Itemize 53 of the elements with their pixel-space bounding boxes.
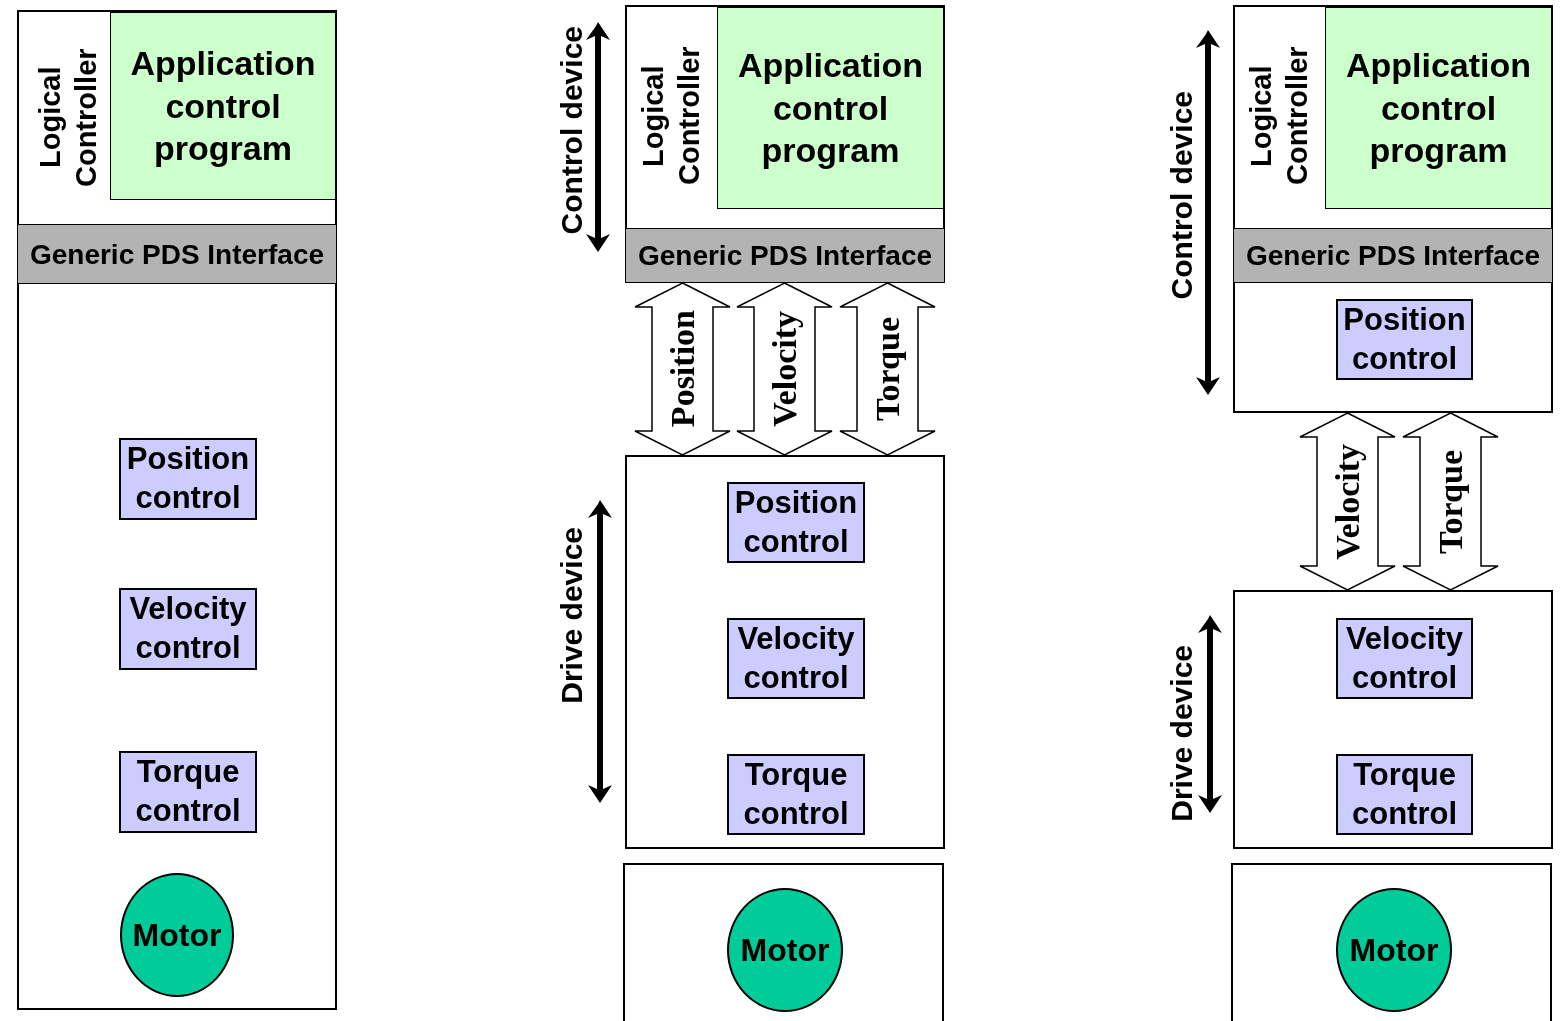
- program-box: [1325, 7, 1552, 209]
- node-label: Application control program: [1344, 45, 1533, 172]
- node-label: Position control: [1342, 300, 1467, 378]
- device-box: [1233, 590, 1553, 849]
- device-box: [1231, 863, 1552, 1021]
- control-box: [727, 618, 865, 699]
- device-box: [1233, 5, 1553, 413]
- control-box: [1336, 754, 1473, 835]
- node-label: Logical Controller: [32, 47, 103, 189]
- edge-label: Position: [663, 310, 702, 428]
- dimension-label: Drive device: [555, 526, 589, 704]
- node-label: Motor: [132, 916, 222, 955]
- device-box: [623, 863, 944, 1021]
- node-label: Position control: [125, 440, 251, 517]
- node-label: Position control: [733, 483, 859, 561]
- block-arrow: [1299, 412, 1396, 591]
- block-arrow: [634, 282, 731, 456]
- edge-label: Velocity: [1328, 443, 1367, 560]
- control-box: [119, 588, 257, 670]
- node-label: Logical Controller: [1243, 45, 1314, 188]
- node-label: Velocity control: [736, 619, 856, 697]
- node-label: Torque control: [134, 753, 242, 830]
- device-box: [625, 455, 945, 849]
- node-label: Generic PDS Interface: [29, 237, 325, 272]
- control-box: [119, 751, 257, 833]
- node-label: Application control program: [736, 45, 925, 172]
- block-arrow: [839, 282, 936, 456]
- program-box: [717, 7, 944, 209]
- node-label: Velocity control: [1344, 619, 1465, 697]
- device-box: [625, 5, 945, 283]
- device-box: [17, 10, 337, 1010]
- block-arrow: [1402, 412, 1499, 591]
- node-label: Logical Controller: [635, 45, 706, 188]
- edge-label: Torque: [868, 317, 907, 421]
- node-label: Torque control: [1350, 755, 1459, 833]
- node-label: Generic PDS Interface: [1245, 239, 1541, 273]
- dimension-label: Control device: [1165, 90, 1199, 300]
- node-label: Torque control: [742, 755, 850, 833]
- program-box: [110, 12, 336, 200]
- dimension-label: Control device: [555, 25, 589, 235]
- edge-label: Velocity: [765, 311, 804, 427]
- control-box: [727, 754, 865, 835]
- node-label: Velocity control: [128, 590, 248, 667]
- interface-band: [625, 228, 945, 283]
- node-label: Application control program: [129, 43, 317, 170]
- interface-band: [1233, 228, 1553, 283]
- block-arrow: [736, 282, 833, 456]
- node-label: Motor: [740, 931, 830, 970]
- dimension-label: Drive device: [1165, 644, 1199, 822]
- node-label: Generic PDS Interface: [637, 239, 933, 273]
- edge-label: Torque: [1431, 449, 1470, 554]
- interface-band: [17, 224, 337, 284]
- node-label: Motor: [1349, 931, 1439, 970]
